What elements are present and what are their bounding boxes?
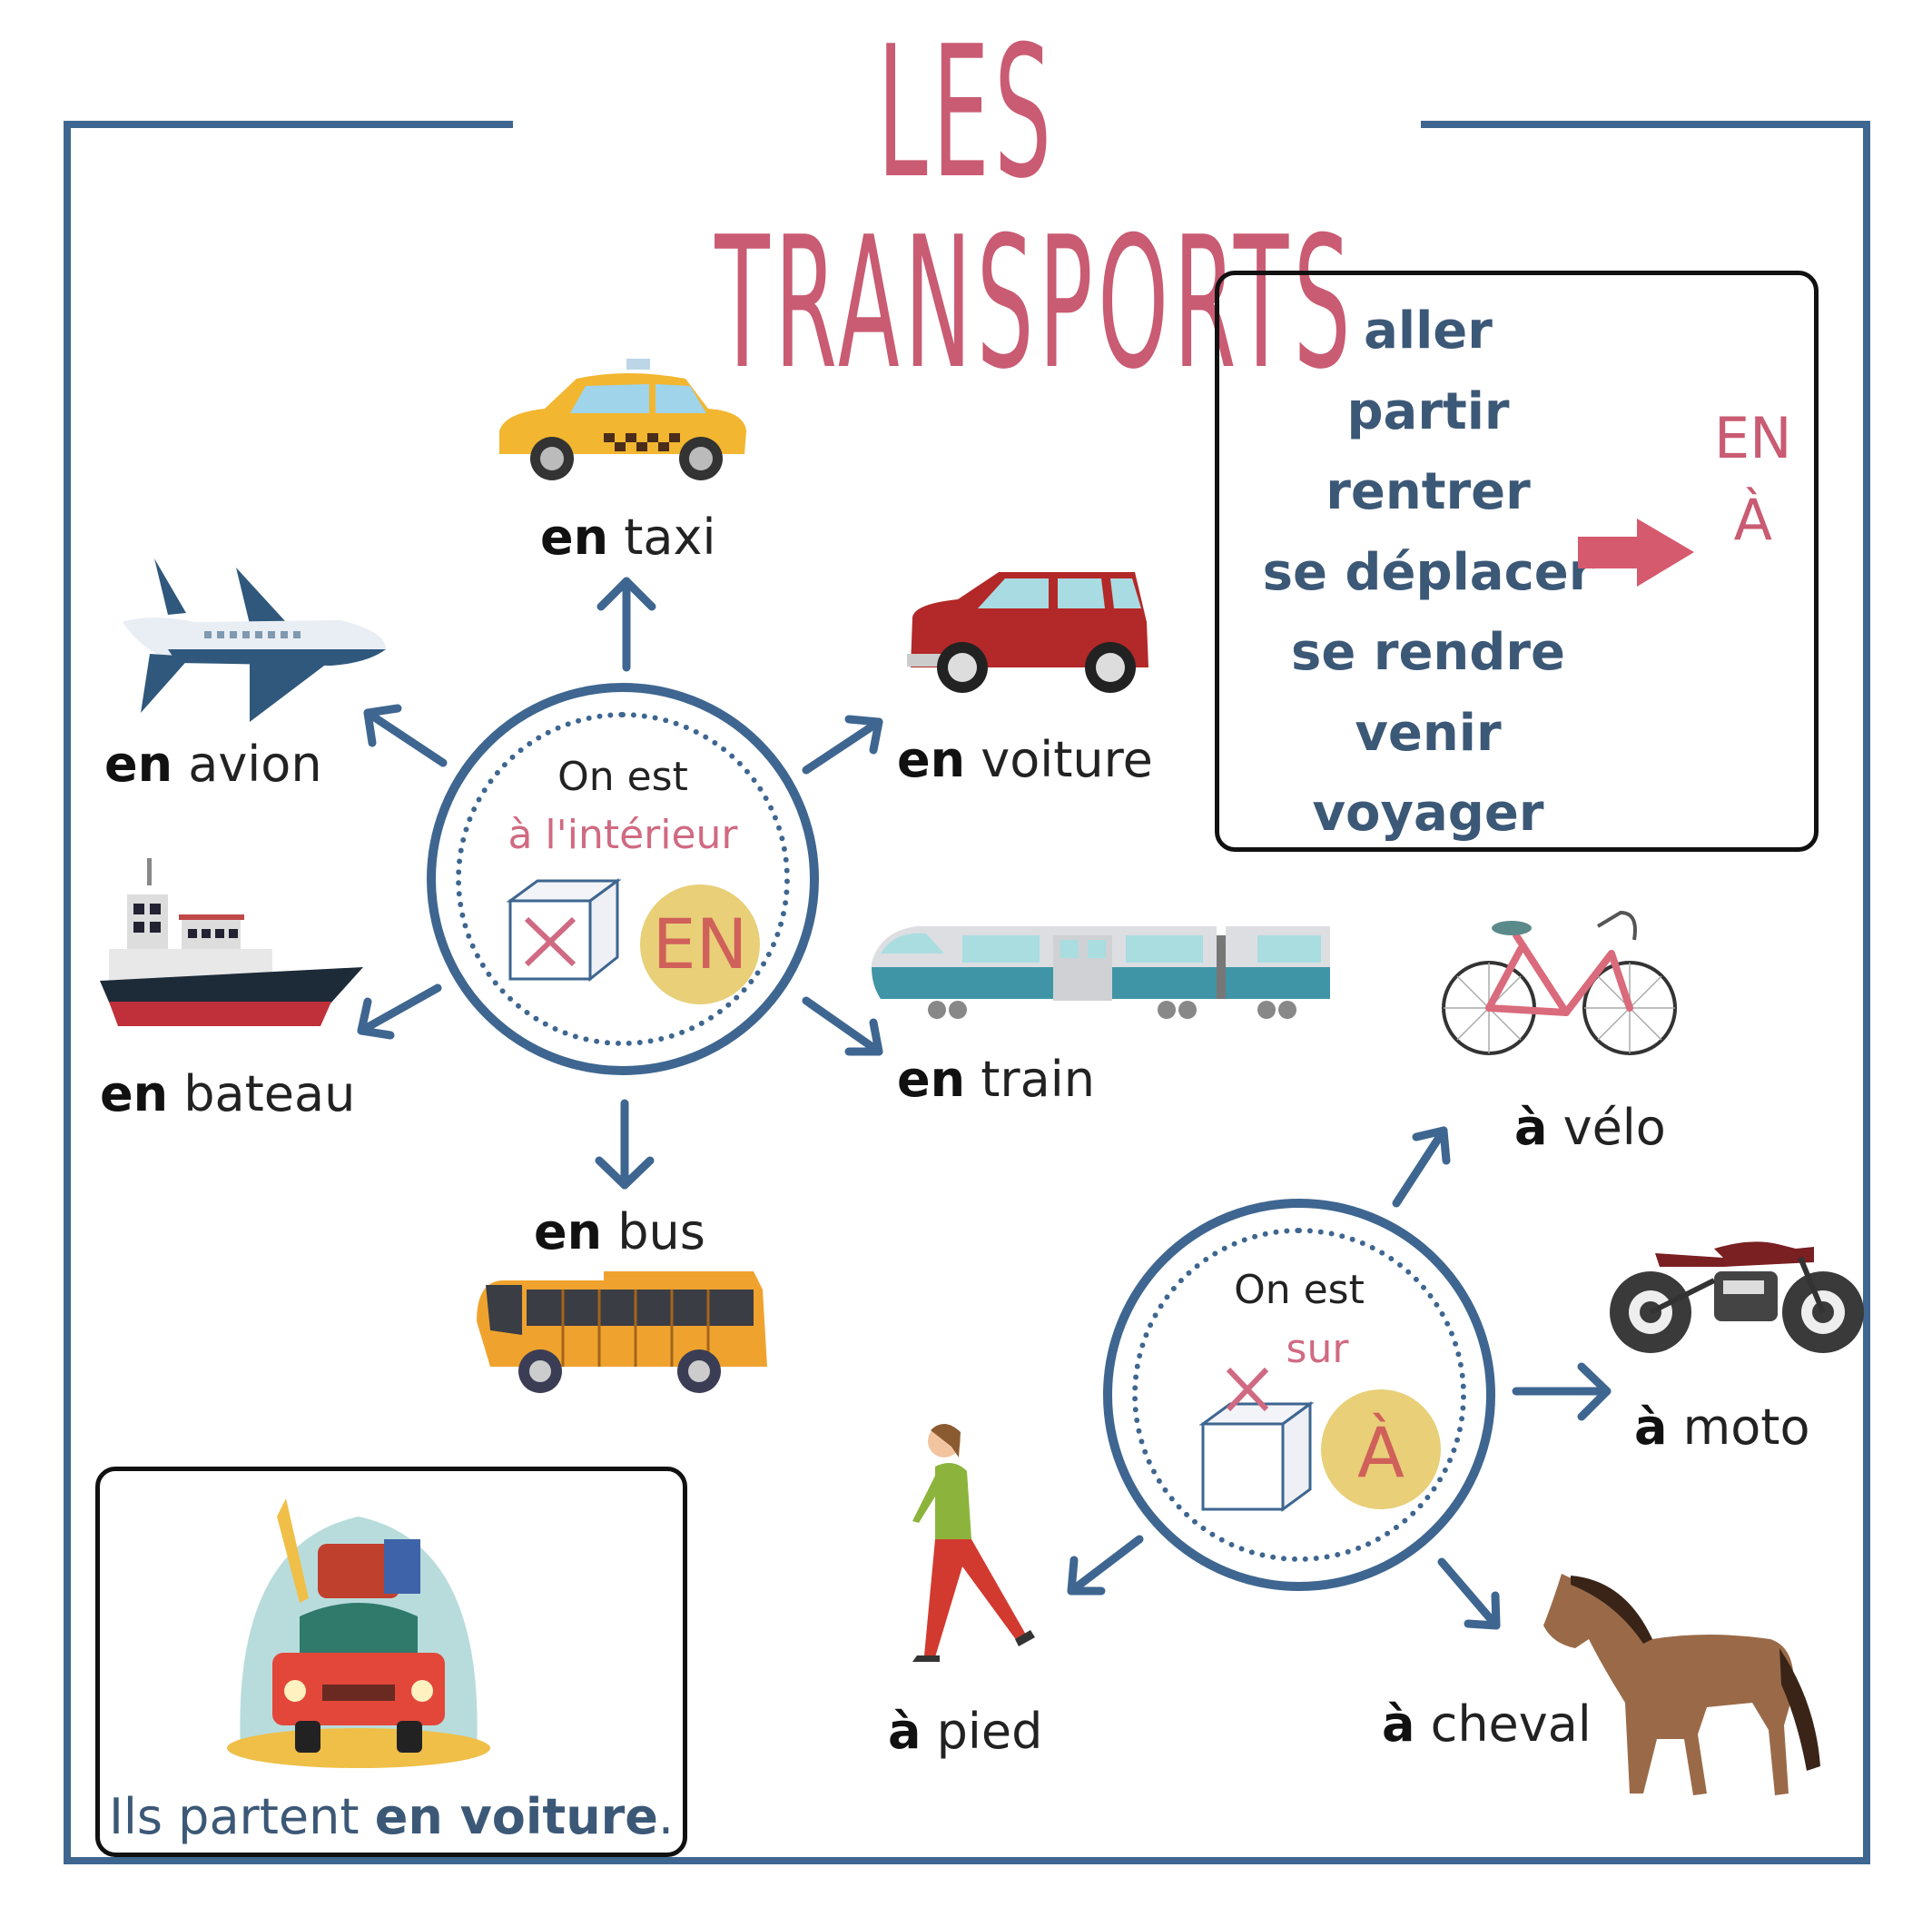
horse-icon bbox=[1543, 1574, 1820, 1795]
verb-item: aller bbox=[1364, 301, 1493, 361]
en-hub-line2: à l'intérieur bbox=[508, 812, 738, 858]
example-box: Ils partent en voiture. bbox=[95, 1467, 687, 1857]
ship-icon bbox=[100, 858, 363, 1026]
en-badge: EN bbox=[640, 884, 760, 1004]
bicycle-icon bbox=[1442, 910, 1677, 1055]
label-en-avion: en avion bbox=[104, 736, 322, 793]
label-a-moto: à moto bbox=[1634, 1398, 1810, 1456]
verb-item: partir bbox=[1346, 381, 1510, 441]
verb-item: venir bbox=[1355, 703, 1502, 763]
box-crossed-on-top-icon bbox=[1198, 1367, 1315, 1512]
verb-item: se rendre bbox=[1291, 623, 1565, 682]
preposition-a: À bbox=[1733, 487, 1772, 553]
verb-list: aller partir rentrer se déplacer se rend… bbox=[1219, 292, 1637, 855]
example-sentence: Ils partent en voiture. bbox=[108, 1788, 675, 1845]
label-en-train: en train bbox=[897, 1051, 1095, 1108]
preposition-list: EN À bbox=[1714, 398, 1792, 561]
label-a-cheval: à cheval bbox=[1382, 1695, 1592, 1753]
en-hub-dotted-ring bbox=[456, 712, 790, 1046]
a-hub-dotted-ring bbox=[1132, 1228, 1466, 1562]
bus-icon bbox=[477, 1271, 767, 1393]
car-icon bbox=[907, 572, 1148, 693]
box-crossed-inside-icon bbox=[506, 878, 622, 983]
label-en-taxi: en taxi bbox=[540, 509, 716, 566]
taxi-icon bbox=[499, 359, 746, 480]
train-icon bbox=[872, 926, 1330, 1019]
verbs-box: aller partir rentrer se déplacer se rend… bbox=[1215, 271, 1819, 852]
loaded-car-illustration bbox=[227, 1498, 490, 1768]
verb-item: se déplacer bbox=[1262, 542, 1594, 602]
en-hub-line1: On est bbox=[557, 754, 688, 800]
a-badge: À bbox=[1321, 1389, 1441, 1509]
airplane-icon bbox=[123, 558, 386, 722]
en-hub-circle: On est à l'intérieur EN bbox=[427, 683, 819, 1075]
verb-item: rentrer bbox=[1326, 462, 1531, 521]
title-gap bbox=[513, 100, 1421, 136]
label-en-voiture: en voiture bbox=[897, 731, 1153, 788]
label-a-pied: à pied bbox=[888, 1703, 1043, 1760]
a-hub-line2: sur bbox=[1286, 1326, 1349, 1372]
motorcycle-icon bbox=[1610, 1241, 1864, 1353]
right-arrow-icon bbox=[1578, 519, 1694, 587]
label-en-bateau: en bateau bbox=[100, 1065, 356, 1122]
verb-item: voyager bbox=[1312, 784, 1544, 843]
a-hub-circle: On est sur À bbox=[1103, 1199, 1495, 1591]
walking-woman-icon bbox=[912, 1423, 1035, 1662]
label-a-velo: à vélo bbox=[1514, 1099, 1666, 1156]
a-hub-line1: On est bbox=[1234, 1267, 1365, 1313]
label-en-bus: en bus bbox=[534, 1203, 705, 1260]
preposition-en: EN bbox=[1714, 405, 1792, 471]
